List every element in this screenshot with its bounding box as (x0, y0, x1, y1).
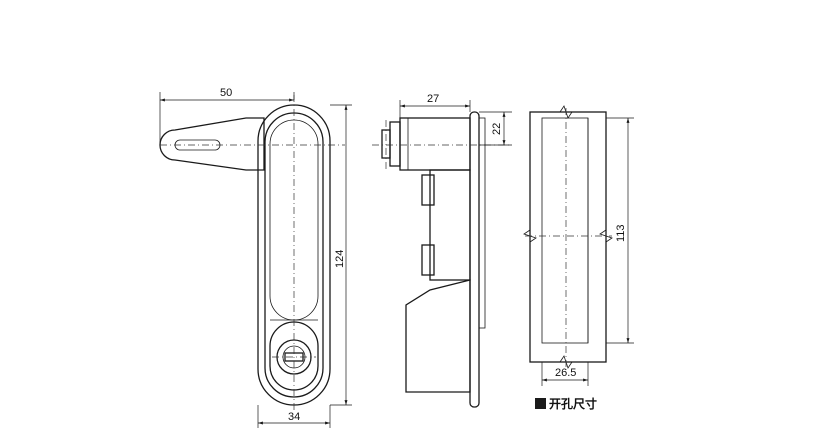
dim-cutout-width: 26.5 (555, 367, 576, 379)
grip-recess (269, 119, 319, 321)
flange (469, 111, 480, 408)
lock-body (405, 279, 471, 393)
dim-body-depth: 27 (427, 93, 439, 105)
body-boss (399, 117, 471, 171)
cutout-outer (529, 111, 607, 363)
body-bracket (429, 169, 471, 281)
panel-edge (478, 117, 486, 329)
dim-handle-height: 124 (334, 250, 346, 268)
dim-handle-reach: 50 (220, 87, 232, 99)
cutout-inner (541, 117, 589, 344)
legend-label: 开孔尺寸 (549, 396, 597, 411)
legend: 开孔尺寸 (535, 396, 597, 411)
legend-marker (535, 398, 546, 409)
dim-cutout-height: 113 (615, 224, 627, 242)
cam-washer (389, 121, 401, 167)
front-view: 50 124 34 (159, 87, 352, 428)
lever-slot (174, 139, 221, 151)
dim-handle-width: 34 (288, 411, 300, 423)
lever-arm (159, 117, 265, 171)
cutout-view: 113 26.5 (523, 105, 634, 386)
dim-cam-offset: 22 (491, 123, 503, 135)
stud-upper (421, 174, 435, 206)
stud-lower (421, 244, 435, 276)
side-view: 27 22 (372, 93, 512, 408)
